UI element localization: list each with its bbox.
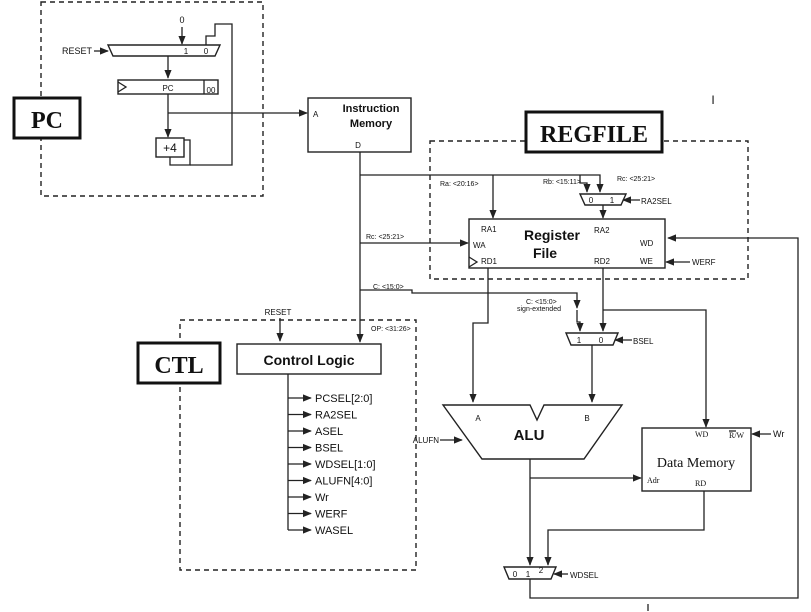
control-output-label: PCSEL[2:0] <box>315 393 372 405</box>
pc-mux <box>106 44 222 57</box>
imem-title-2: Memory <box>350 118 393 130</box>
wdsel-mux-in2: 2 <box>539 566 544 575</box>
c-field-sx2: sign-extended <box>517 306 561 313</box>
ra2sel-label: RA2SEL <box>641 197 672 206</box>
control-output-label: WASEL <box>315 525 353 537</box>
rb-field: Rb: <15:11> <box>543 179 581 186</box>
control-output-label: ASEL <box>315 426 343 438</box>
regfile-ra1: RA1 <box>481 225 497 234</box>
control-output-label: ALUFN[4:0] <box>315 476 372 488</box>
regfile-wd: WD <box>640 239 654 248</box>
regfile-title-1: Register <box>524 227 581 243</box>
pc-section-tag: PC <box>12 96 82 140</box>
dmem-rd: RD <box>695 479 706 488</box>
register-file: Register File RA1 RA2 WA WD RD1 RD2 WE <box>468 218 666 269</box>
dmem-title: Data Memory <box>657 456 735 471</box>
text-cursor-icon: I <box>711 93 714 107</box>
zero-constant: 0 <box>179 15 184 25</box>
wdsel-mux <box>502 566 558 580</box>
ctl-section-outline <box>179 319 417 571</box>
control-output-label: BSEL <box>315 443 343 455</box>
c-field-sx1: C: <15:0> <box>526 299 557 306</box>
regfile-ra2: RA2 <box>594 226 610 235</box>
adder-label: +4 <box>163 141 177 155</box>
bsel-mux-in1: 1 <box>577 336 582 345</box>
pc-reset-label: RESET <box>62 46 93 56</box>
werf-label: WERF <box>692 258 716 267</box>
control-output-label: Wr <box>315 492 329 504</box>
c-field: C: <15:0> <box>373 284 404 291</box>
wdsel-mux-in1: 1 <box>526 570 531 579</box>
regfile-wa: WA <box>473 241 486 250</box>
data-memory: Data Memory WD R/W Adr RD <box>641 427 752 492</box>
ctl-section-tag: CTL <box>136 341 222 385</box>
pc-section-outline <box>40 1 264 197</box>
regfile-we: WE <box>640 257 653 266</box>
bsel-label: BSEL <box>633 337 654 346</box>
control-output-label: WERF <box>315 509 348 521</box>
pc-plus4-adder: +4 <box>155 137 185 158</box>
op-field: OP: <31:26> <box>371 326 411 333</box>
imem-port-a: A <box>313 110 319 119</box>
alufn-label: ALUFN <box>413 436 439 445</box>
ra-field: Ra: <20:16> <box>440 181 479 188</box>
control-logic-title: Control Logic <box>264 352 355 368</box>
rc-field-wa: Rc: <25:21> <box>366 234 404 241</box>
pc-low-bits: 00 <box>207 86 216 95</box>
alu-in-a: A <box>475 414 481 423</box>
pc-section-label: PC <box>31 108 63 134</box>
ra2sel-mux-in1: 1 <box>610 196 615 205</box>
regfile-rd2: RD2 <box>594 257 611 266</box>
dmem-rw: R/W <box>729 431 745 440</box>
regfile-section-tag: REGFILE <box>524 110 664 154</box>
regfile-section-label: REGFILE <box>540 122 648 148</box>
regfile-title-2: File <box>533 245 557 261</box>
dmem-adr: Adr <box>647 476 660 485</box>
rc-field-top: Rc: <25:21> <box>617 176 655 183</box>
wr-label: Wr <box>773 429 784 439</box>
control-output-label: WDSEL[1:0] <box>315 459 376 471</box>
bsel-mux-in0: 0 <box>599 336 604 345</box>
ctl-reset-label: RESET <box>265 308 292 317</box>
imem-title-1: Instruction <box>343 103 400 115</box>
control-logic: Control Logic <box>236 343 382 375</box>
pc-register: PC 00 <box>117 79 219 95</box>
regfile-rd1: RD1 <box>481 257 498 266</box>
ra2sel-mux <box>578 193 628 206</box>
ctl-section-label: CTL <box>154 353 203 379</box>
alu-in-b: B <box>584 414 589 423</box>
pc-register-label: PC <box>162 84 173 93</box>
wdsel-mux-in0: 0 <box>513 570 518 579</box>
pc-mux-in0: 0 <box>204 47 209 56</box>
control-outputs: PCSEL[2:0] RA2SEL ASEL BSEL WDSEL[1:0] ALUFN[… <box>288 393 376 537</box>
alu: ALU A B <box>441 404 624 460</box>
control-output-label: RA2SEL <box>315 410 357 422</box>
wdsel-label: WDSEL <box>570 571 599 580</box>
pc-mux-in1: 1 <box>184 47 189 56</box>
bsel-mux <box>564 332 620 346</box>
regfile-section-outline <box>429 140 749 280</box>
alu-title: ALU <box>514 427 545 444</box>
instruction-memory: Instruction Memory A D <box>307 97 412 153</box>
imem-port-d: D <box>355 141 361 150</box>
dmem-wd: WD <box>695 430 709 439</box>
ra2sel-mux-in0: 0 <box>589 196 594 205</box>
